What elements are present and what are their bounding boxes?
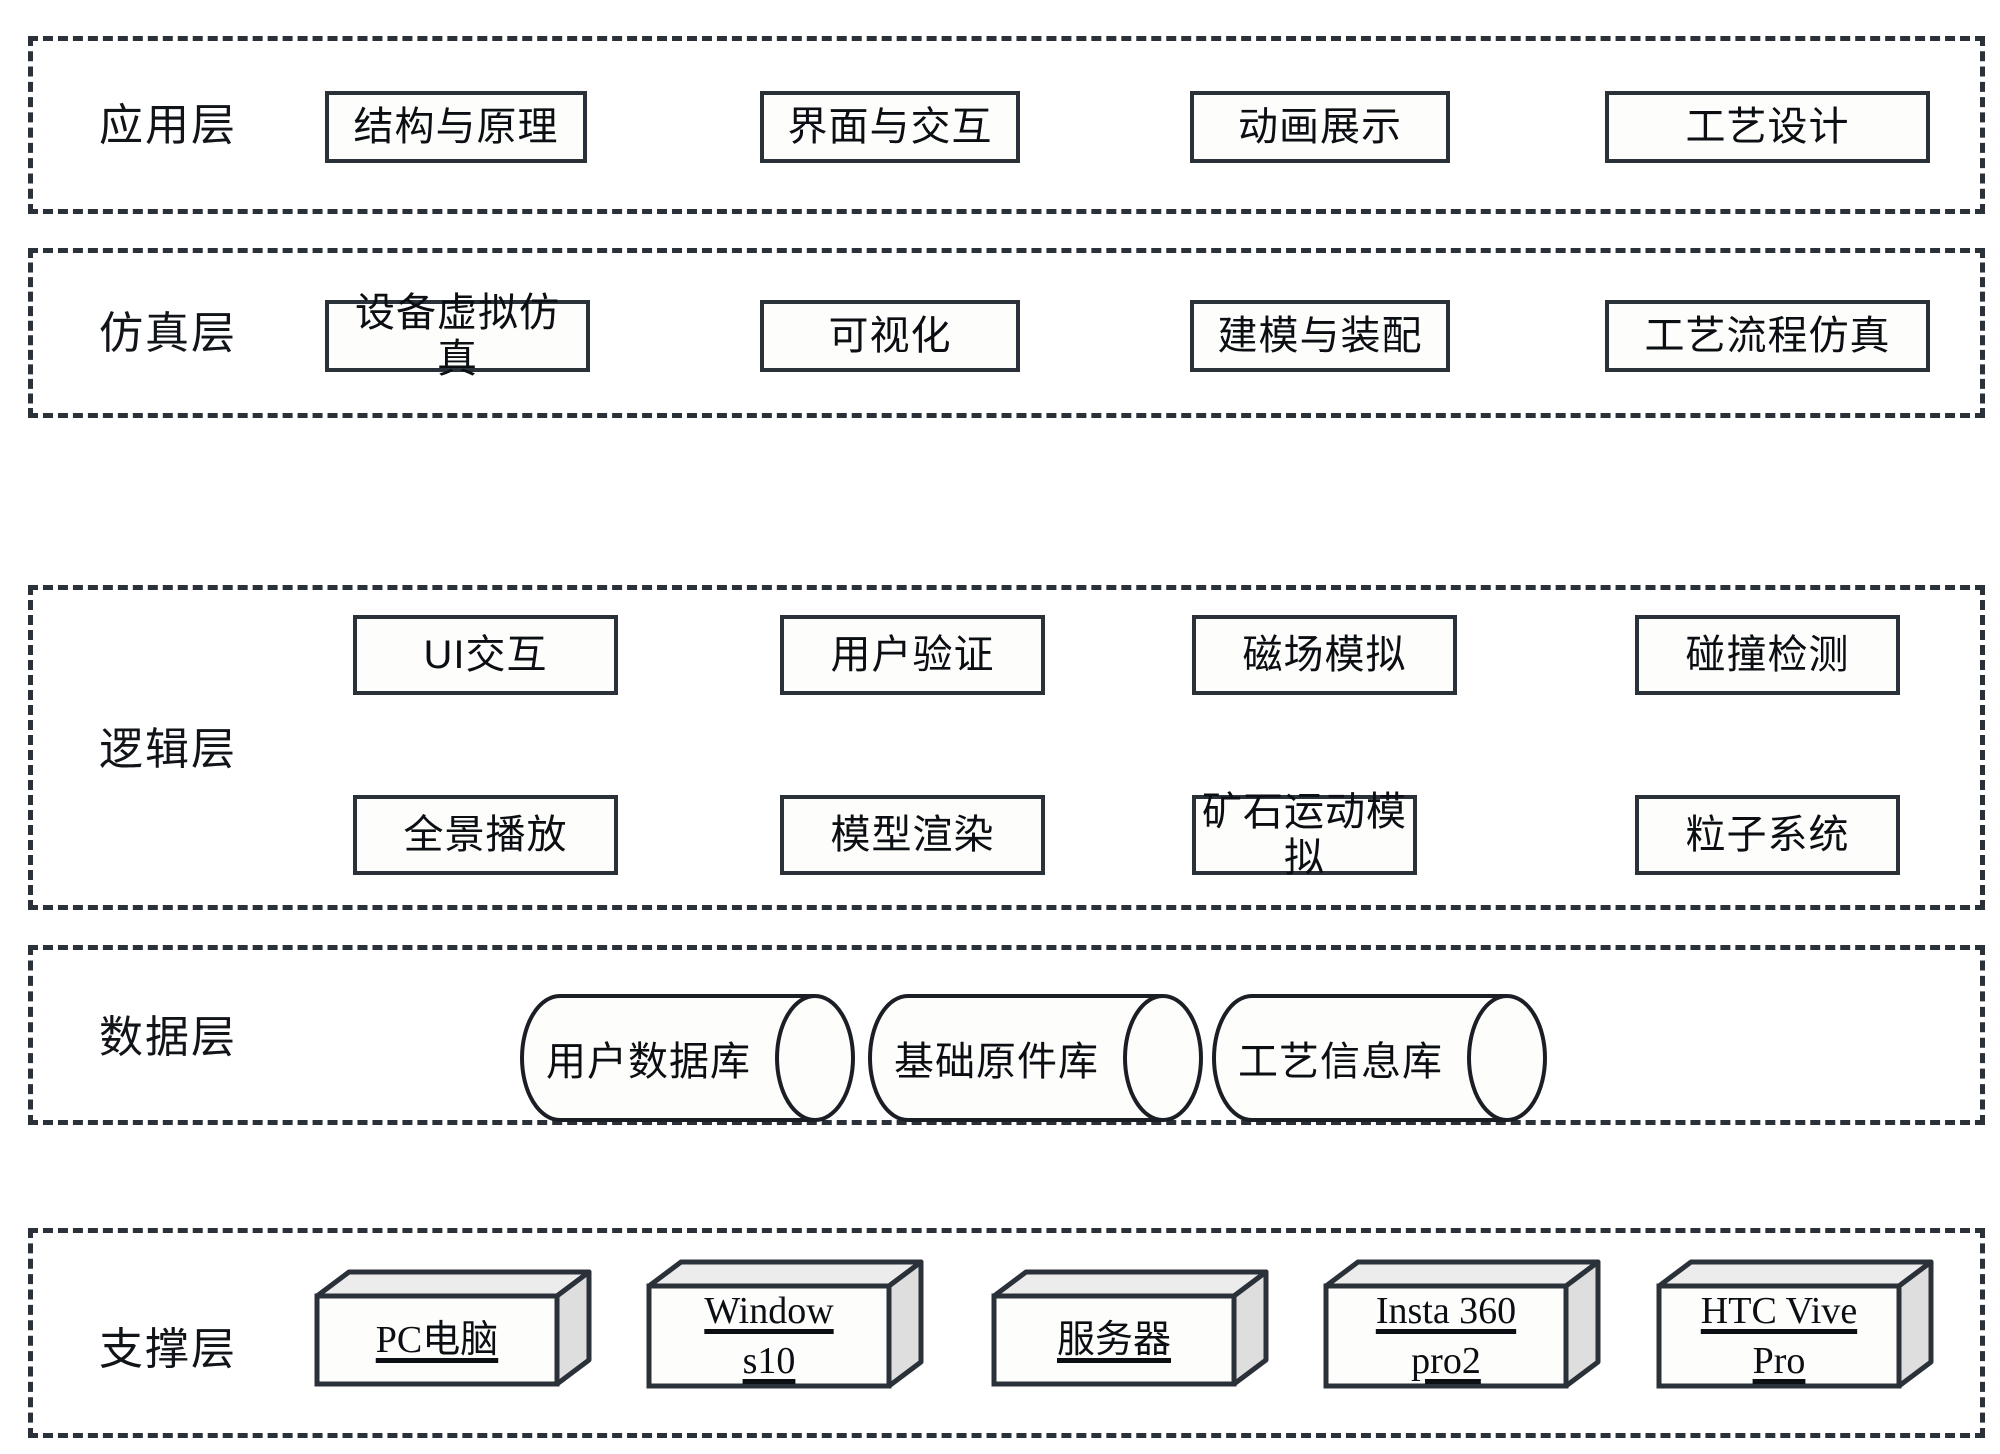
layer-container-support [28,1228,1985,1438]
cube-label: HTC Vive Pro [1659,1286,1899,1386]
layer-label-application: 应用层 [99,100,237,150]
cube-shape [1323,1259,1601,1389]
node-particle-system[interactable]: 粒子系统 [1635,795,1900,875]
node-ore-motion-simulation[interactable]: 矿石运动模拟 [1192,790,1417,880]
cylinder-shape [1212,994,1547,1122]
cube-insta-360-pro2[interactable]: Insta 360 pro2 [1322,1258,1602,1390]
cylinder-label: 用户数据库 [546,1040,751,1084]
node-modeling-assembly[interactable]: 建模与装配 [1190,300,1450,372]
cube-shape [1656,1259,1934,1389]
cube-label-line2: pro2 [1411,1340,1481,1382]
cylinder-label: 基础原件库 [894,1040,1099,1084]
node-ui-interaction[interactable]: 界面与交互 [760,91,1020,163]
cylinder-shape [520,994,855,1122]
cube-label-line1: 服务器 [1056,1318,1171,1361]
layer-label-simulation: 仿真层 [99,308,237,358]
node-process-design[interactable]: 工艺设计 [1605,91,1930,163]
layer-container-data [28,945,1985,1125]
node-user-authentication[interactable]: 用户验证 [780,615,1045,695]
node-structure-principle[interactable]: 结构与原理 [325,91,587,163]
cube-label-line1: Window [704,1289,834,1332]
cube-shape [991,1269,1269,1387]
layer-label-support: 支撑层 [99,1324,237,1374]
node-visualization[interactable]: 可视化 [760,300,1020,372]
cube-label: 服务器 [994,1296,1234,1384]
node-device-virtual-simulation[interactable]: 设备虚拟仿真 [325,291,590,381]
cylinder-label: 工艺信息库 [1238,1040,1443,1084]
layer-container-simulation [28,248,1985,418]
cube-windows10[interactable]: Window s10 [645,1258,925,1390]
cube-label-line1: Insta 360 [1375,1289,1517,1332]
node-ui-interaction-logic[interactable]: UI交互 [353,615,618,695]
cube-shape [646,1259,924,1389]
cube-label: Insta 360 pro2 [1326,1286,1566,1386]
cube-pc-computer[interactable]: PC电脑 [313,1268,593,1388]
cylinder-user-database[interactable]: 用户数据库 [520,994,855,1122]
node-magnetic-field-simulation[interactable]: 磁场模拟 [1192,615,1457,695]
cube-server[interactable]: 服务器 [990,1268,1270,1388]
layer-container-logic [28,585,1985,910]
cylinder-process-information-library[interactable]: 工艺信息库 [1212,994,1547,1122]
layer-label-data: 数据层 [99,1012,237,1062]
cylinder-shape [868,994,1203,1122]
node-model-rendering[interactable]: 模型渲染 [780,795,1045,875]
node-collision-detection[interactable]: 碰撞检测 [1635,615,1900,695]
cube-label-line2: s10 [742,1340,796,1382]
cylinder-base-component-library[interactable]: 基础原件库 [868,994,1203,1122]
cube-label: Window s10 [649,1286,889,1386]
cube-label-line1: HTC Vive [1700,1289,1858,1332]
cube-label: PC电脑 [317,1296,557,1384]
cube-shape [314,1269,592,1387]
cube-label-line2: Pro [1752,1340,1806,1382]
node-process-flow-simulation[interactable]: 工艺流程仿真 [1605,300,1930,372]
cube-htc-vive-pro[interactable]: HTC Vive Pro [1655,1258,1935,1390]
layer-container-application [28,36,1985,214]
node-panorama-playback[interactable]: 全景播放 [353,795,618,875]
layer-label-logic: 逻辑层 [99,724,237,774]
node-animation-display[interactable]: 动画展示 [1190,91,1450,163]
cube-label-line1: PC电脑 [375,1318,499,1361]
